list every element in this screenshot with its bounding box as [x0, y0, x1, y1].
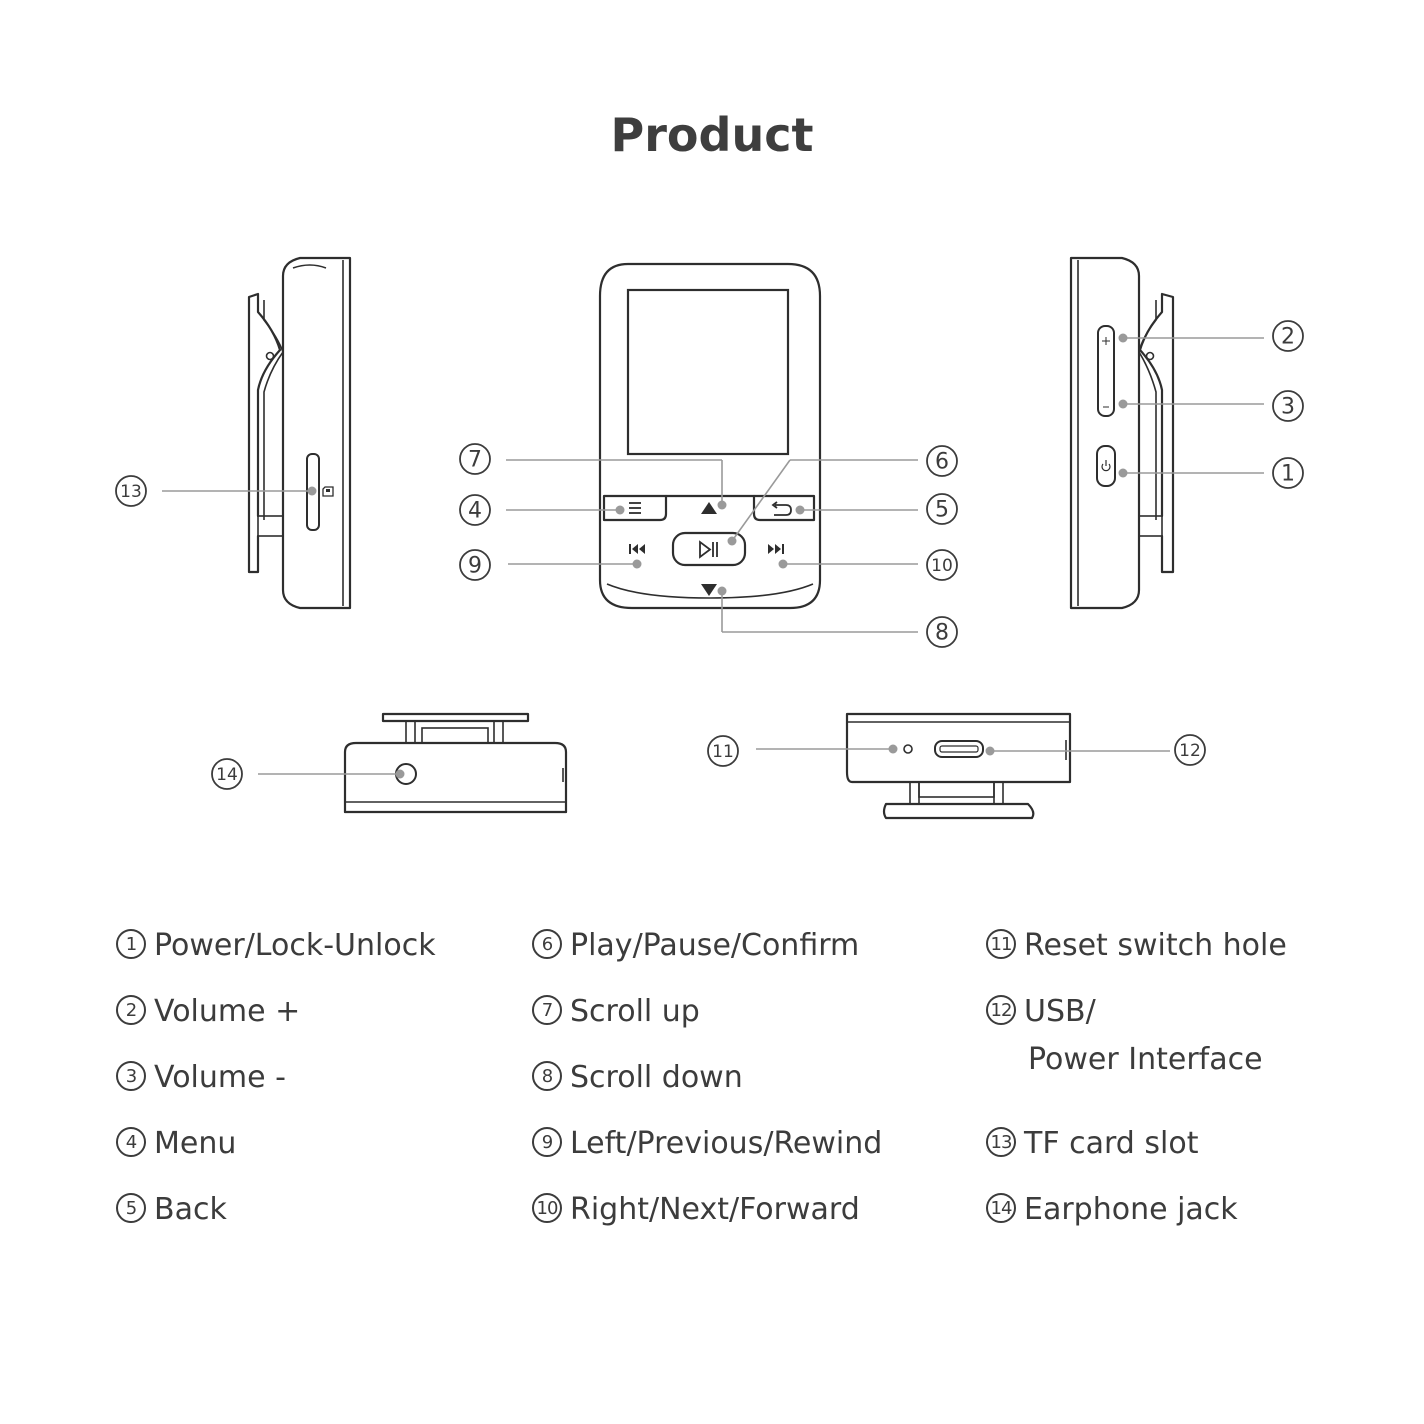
svg-text:13: 13 [120, 482, 142, 502]
svg-text:7: 7 [468, 448, 482, 473]
svg-text:5: 5 [935, 498, 949, 523]
svg-text:3: 3 [1281, 395, 1295, 420]
svg-text:8: 8 [935, 621, 949, 646]
play-pause-icon [700, 542, 717, 557]
legend-item-12-line2: Power Interface [1028, 1045, 1263, 1075]
power-icon [1102, 460, 1110, 471]
callout-12: 12 [1175, 735, 1205, 765]
callout-11: 11 [708, 736, 738, 766]
front-view [600, 264, 820, 608]
svg-text:9: 9 [468, 554, 482, 579]
down-arrow-icon [701, 584, 717, 596]
svg-text:2: 2 [1281, 325, 1295, 350]
callout-2: 2 [1273, 321, 1303, 351]
sd-card-icon [323, 487, 333, 496]
svg-text:10: 10 [931, 556, 953, 576]
svg-text:1: 1 [1281, 462, 1295, 487]
bottom-view [345, 714, 566, 812]
callout-5: 5 [927, 494, 957, 524]
callout-6: 6 [927, 446, 957, 476]
callout-7: 7 [460, 444, 490, 474]
svg-text:6: 6 [935, 450, 949, 475]
left-side-view [249, 258, 350, 608]
screen [628, 290, 788, 454]
callout-3: 3 [1273, 391, 1303, 421]
next-icon [768, 544, 784, 554]
right-side-view [1071, 258, 1173, 608]
svg-text:11: 11 [712, 742, 734, 762]
callout-1: 1 [1273, 458, 1303, 488]
reset-hole [904, 745, 912, 753]
back-button [754, 496, 814, 520]
previous-icon [629, 544, 645, 554]
back-icon [773, 502, 791, 515]
callout-14: 14 [212, 759, 242, 789]
svg-text:14: 14 [216, 765, 238, 785]
callout-8: 8 [927, 617, 957, 647]
callout-10: 10 [927, 550, 957, 580]
up-arrow-icon [701, 502, 717, 514]
svg-text:4: 4 [468, 499, 482, 524]
callout-9: 9 [460, 550, 490, 580]
menu-icon [629, 503, 641, 513]
svg-text:12: 12 [1179, 741, 1201, 761]
callout-13: 13 [116, 476, 146, 506]
usb-port-icon [935, 741, 983, 757]
top-view [847, 714, 1070, 818]
callout-4: 4 [460, 495, 490, 525]
